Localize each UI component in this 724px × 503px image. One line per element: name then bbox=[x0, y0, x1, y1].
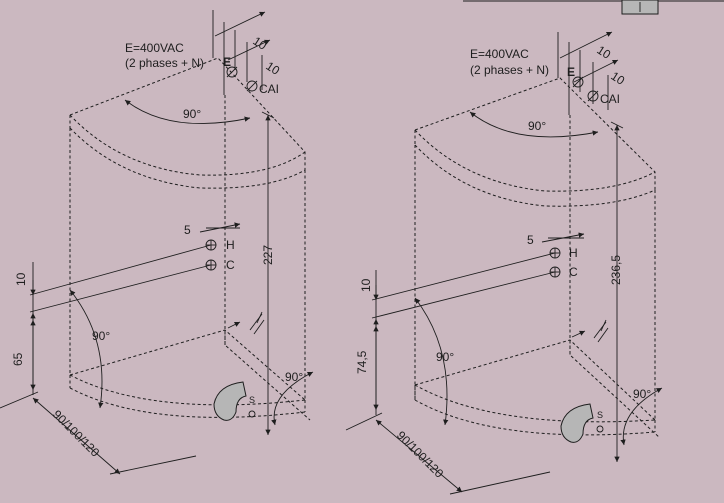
cold-label: C bbox=[569, 265, 578, 279]
drain-icon bbox=[213, 381, 247, 421]
height-745: 74,5 bbox=[355, 350, 369, 374]
power-label: E=400VAC bbox=[470, 47, 529, 61]
drain-label: S bbox=[597, 410, 603, 420]
earth-label: E bbox=[223, 55, 231, 69]
height-236: 236,5 bbox=[609, 255, 623, 285]
phases-label: (2 phases + N) bbox=[470, 63, 549, 77]
power-label: E=400VAC bbox=[125, 41, 184, 55]
phases-label: (2 phases + N) bbox=[125, 56, 204, 70]
dim-offset-hc: 5 bbox=[184, 223, 191, 237]
dim-top-2: 10 bbox=[608, 69, 627, 88]
dim-top-1: 10 bbox=[250, 34, 269, 53]
right-shower-drawing: E=400VAC (2 phases + N) E CAI 10 10 90° … bbox=[345, 31, 663, 495]
cai-label: CAI bbox=[600, 92, 620, 106]
cold-label: C bbox=[226, 258, 235, 272]
height-227: 227 bbox=[261, 245, 275, 265]
angle-top: 90° bbox=[528, 119, 546, 133]
width-label: 90/100/120 bbox=[50, 407, 103, 460]
height-65: 65 bbox=[11, 352, 25, 366]
cai-label: CAI bbox=[259, 82, 279, 96]
width-label: 90/100/120 bbox=[394, 428, 447, 481]
hot-label: H bbox=[226, 238, 235, 252]
earth-label: E bbox=[567, 65, 575, 79]
angle-right: 90° bbox=[285, 370, 303, 384]
drain-label: S bbox=[249, 395, 255, 405]
title-block-fragment bbox=[463, 0, 724, 15]
left-shower-drawing: E=400VAC (2 phases + N) E CAI 10 10 90° … bbox=[0, 10, 314, 475]
angle-left: 90° bbox=[92, 329, 110, 343]
dim-10-left: 10 bbox=[359, 278, 373, 292]
drain-outlet-icon bbox=[596, 425, 604, 433]
drain-icon bbox=[560, 403, 594, 443]
dim-top-1: 10 bbox=[594, 43, 613, 62]
angle-left: 90° bbox=[436, 350, 454, 364]
hot-label: H bbox=[569, 246, 578, 260]
angle-right: 90° bbox=[633, 387, 651, 401]
dim-top-2: 10 bbox=[263, 59, 282, 78]
dim-offset-hc: 5 bbox=[527, 233, 534, 247]
dim-10-left: 10 bbox=[14, 272, 28, 286]
drain-outlet-icon bbox=[248, 410, 256, 418]
angle-top: 90° bbox=[183, 107, 201, 121]
